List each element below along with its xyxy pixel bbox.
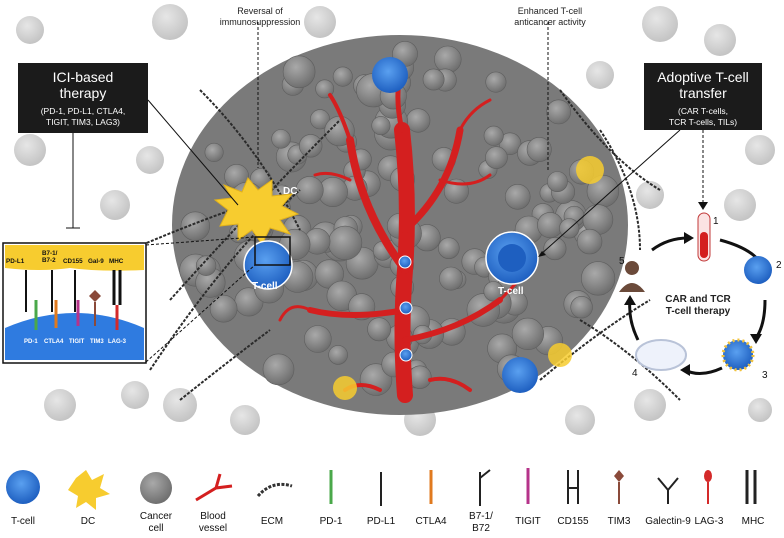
cancer-cell [439,266,463,291]
cancer-cell [180,211,211,241]
cancer-cell [504,184,531,210]
cancer-cell [580,261,616,296]
main-tcell-right [485,231,539,285]
cancer-cell [406,108,431,133]
cancer-cell [332,66,353,87]
culture-dish-icon [635,339,687,371]
cancer-cell [485,146,508,169]
step-3-number: 3 [762,370,768,381]
ici-title: ICI-based therapy [52,69,114,101]
cancer-cell [437,237,460,259]
cancer-cell [295,176,324,205]
cancer-cell [511,317,545,351]
ici-subtitle: (PD-1, PD-L1, CTLA4, TIGIT, TIM3, LAG3) [40,106,126,127]
legend-label-lag3: LAG-3 [694,516,724,527]
cancer-cell [209,294,238,323]
legend-label-tim3: TIM3 [607,516,631,527]
tumor-tcells [372,57,538,393]
cancer-cell [328,225,363,260]
legend-label-tcell: T-cell [11,516,35,527]
legend-label-cancer-cell: Cancer cell [139,511,173,534]
cancer-cell [328,345,348,365]
cancer-cell [262,353,295,386]
vessel-tcells [398,255,413,362]
legend-label-ecm: ECM [260,516,284,527]
cancer-cell [195,255,217,276]
therapy-cycle [619,212,772,376]
tcell-step-icon [744,256,772,284]
legend-label-ctla4: CTLA4 [415,516,447,527]
legend-label-pdl1: PD-L1 [366,516,396,527]
cancer-cell [485,71,507,93]
cycle-title: CAR and TCR T-cell therapy [665,294,731,317]
cancer-cell [434,45,462,74]
inset-label-tigit: TIGIT [69,339,85,345]
cancer-cell [309,109,330,130]
cancer-cell [546,99,572,125]
inset-label-cd155: CD155 [63,258,83,265]
patient-icon [625,261,639,275]
synapse-zoom-box [254,236,291,266]
legend-label-tigit: TIGIT [515,516,541,527]
cancer-cell [282,55,316,89]
cancer-cell [526,137,552,163]
cancer-cell [576,228,603,255]
dc-label: DC [283,186,298,197]
cancer-cell [299,134,323,158]
legend-label-blood-vessel: Blood vessel [198,511,228,534]
background-cells [14,4,775,436]
inset-label-gal9: Gal-9 [88,258,104,265]
legend-label-galectin9: Galectin-9 [645,516,691,527]
step-4-number: 4 [632,368,638,379]
legend-label-dc: DC [80,516,96,527]
tcell-left-label: T-cell [252,281,278,292]
act-subtitle: (CAR T-cells, TCR T-cells, TILs) [668,106,738,127]
legend-label-pd1: PD-1 [319,516,343,527]
step-5-number: 5 [619,256,625,267]
cancer-cell [367,317,392,342]
cancer-cell [547,171,568,193]
inset-label-pd1: PD-1 [24,339,38,345]
act-title: Adoptive T-cell transfer [657,69,749,101]
inset-label-lag3: LAG-3 [108,339,126,345]
dendritic-cells-background [333,156,604,400]
engineered-tcell-icon [721,338,755,372]
legend-icons [6,468,757,510]
legend-label-b7: B7-1/ B72 [469,511,493,534]
inset-label-b7: B7-1/ B7-2 [42,250,58,264]
ecm-fibers [129,89,681,401]
reversal-callout: Reversal of immunosuppression [219,6,301,27]
callout-connectors [66,22,708,363]
main-dendritic-cell [213,177,300,245]
legend-label-cd155: CD155 [557,516,589,527]
cancer-cell [537,212,564,239]
tcell-right-label: T-cell [498,286,524,297]
cancer-cell [271,129,291,149]
inset-label-tim3: TIM3 [90,339,104,345]
cancer-cell [422,68,445,91]
synapse-inset [2,242,147,364]
inset-label-mhc: MHC [109,258,124,265]
inset-label-pdl1: PD-L1 [6,258,25,265]
cancer-cell [303,325,332,353]
legend-label-mhc: MHC [741,516,765,527]
cancer-cell [204,142,224,162]
inset-label-ctla4: CTLA4 [44,339,64,345]
ici-therapy-box: ICI-based therapy (PD-1, PD-L1, CTLA4, T… [18,63,148,133]
act-box: Adoptive T-cell transfer (CAR T-cells, T… [644,63,762,130]
cancer-cell [543,237,567,261]
step-1-number: 1 [713,216,719,227]
step-2-number: 2 [776,260,782,271]
cancer-cell [570,296,593,319]
cancer-cell [371,116,391,136]
cancer-cell [483,125,504,146]
enhanced-callout: Enhanced T-cell anticancer activity [514,6,586,27]
